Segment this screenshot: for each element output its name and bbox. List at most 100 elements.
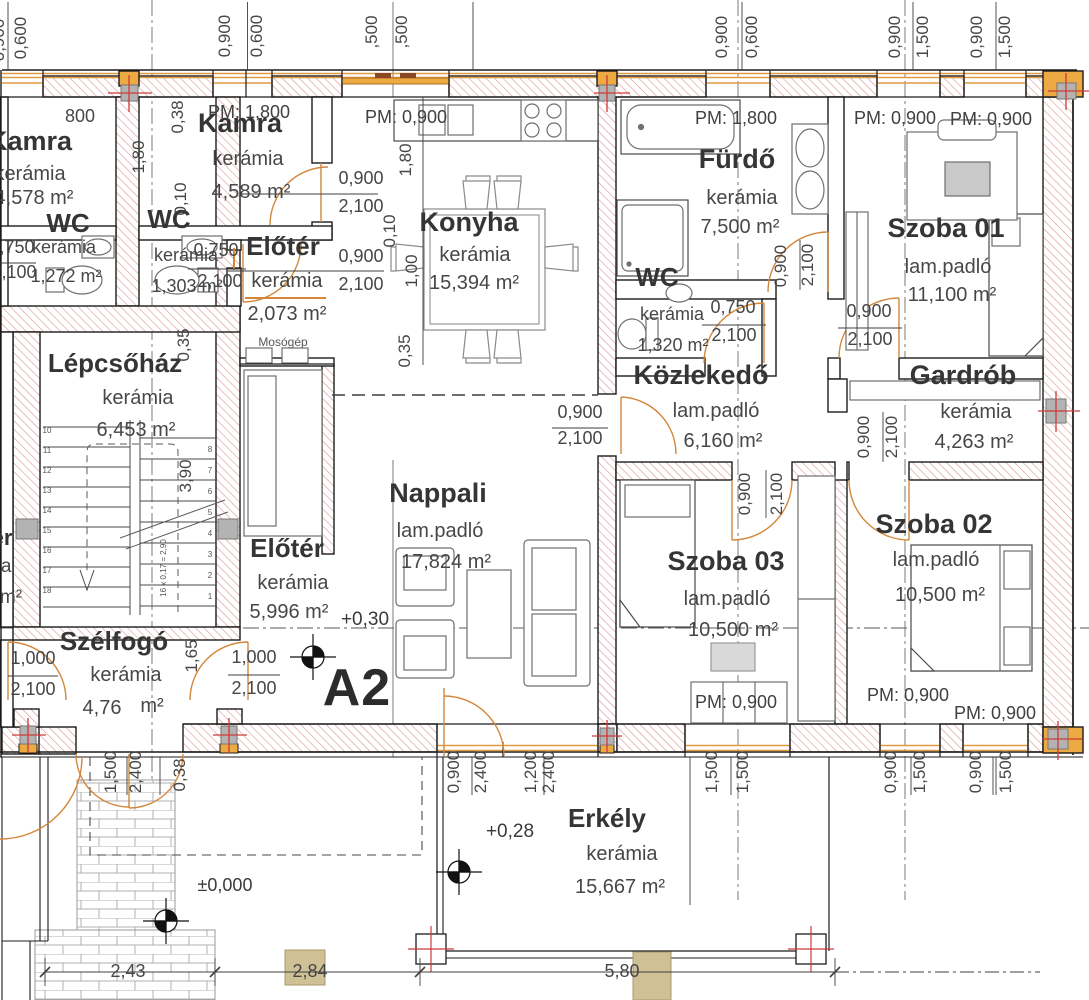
facade-lines bbox=[0, 69, 1083, 758]
stair-walk-line bbox=[86, 443, 179, 612]
dryer bbox=[281, 347, 309, 364]
annotation-label: 10 bbox=[43, 426, 52, 435]
room-name-label: ér bbox=[0, 525, 13, 550]
level-marker-cross-erkely bbox=[436, 849, 482, 895]
corridor-wardrobe-inner bbox=[247, 375, 277, 527]
room-name-label: WC bbox=[147, 204, 191, 234]
annotation-label: 14 bbox=[43, 506, 52, 515]
wall-furdo-szoba01 bbox=[827, 96, 845, 300]
red-cross-7 bbox=[592, 720, 622, 753]
door-arc-szelfogo-right bbox=[189, 641, 249, 701]
monitor-szoba01 bbox=[944, 161, 991, 197]
room-detail-label: ia bbox=[0, 556, 12, 577]
annotation-label: 11 bbox=[43, 446, 52, 455]
dimension-label: 2,100 bbox=[0, 262, 37, 282]
room-detail-label: m² bbox=[0, 587, 22, 608]
dimension-label: 1,000 bbox=[10, 648, 55, 668]
balcony-post-1-cross bbox=[408, 926, 454, 972]
dimension-label: 800 bbox=[65, 106, 95, 126]
dimension-label: 0,900 bbox=[338, 168, 383, 188]
stove-burner-4 bbox=[546, 122, 562, 138]
dimension-label: 1,200 bbox=[521, 751, 540, 794]
dimension-lines bbox=[0, 2, 1040, 986]
dimension-label: 2,100 bbox=[847, 329, 892, 349]
room-detail-label: kerámia bbox=[439, 244, 511, 266]
level-marker-terrace bbox=[143, 898, 189, 944]
tan-block-1 bbox=[284, 949, 326, 986]
room-name-label: Gardrób bbox=[910, 360, 1017, 390]
room-detail-label: lam.padló bbox=[673, 400, 760, 422]
room-name-label: Szélfogó bbox=[60, 626, 168, 656]
bathtub-drain bbox=[637, 123, 645, 131]
level-marker-cross-a2 bbox=[290, 634, 336, 680]
sofa-cushion-1 bbox=[531, 547, 577, 611]
bed-szoba02-pillow-2 bbox=[1003, 626, 1031, 666]
dimension-label: 0,900 bbox=[0, 19, 8, 62]
dimension-label: 0,600 bbox=[247, 15, 266, 58]
armchair-1-seat bbox=[403, 555, 447, 591]
wall-party-stairs bbox=[215, 96, 241, 628]
window-jamb-ticks-top bbox=[42, 70, 1027, 97]
stair-break-line bbox=[119, 499, 229, 550]
chair-szoba01 bbox=[937, 119, 997, 141]
room-detail-label: 6,160 m² bbox=[684, 430, 763, 452]
room-detail-label: kerámia bbox=[586, 843, 658, 865]
a1-wc-sink bbox=[84, 238, 112, 256]
door-arc-wc2 bbox=[703, 302, 765, 364]
annotation-label: 17 bbox=[43, 566, 52, 575]
room-name-label: WC bbox=[46, 208, 90, 238]
annotation-label: 18 bbox=[43, 586, 52, 595]
dimension-label: 0,900 bbox=[885, 16, 904, 59]
wall-stairwell-top bbox=[0, 305, 241, 333]
gardrob-shelf bbox=[849, 380, 1041, 401]
level-markers bbox=[143, 634, 482, 944]
bed-szoba01-pillow bbox=[991, 217, 1021, 247]
room-name-label: WC bbox=[635, 262, 679, 292]
bed-szoba03-fold bbox=[619, 598, 642, 628]
room-detail-label: kerámia bbox=[257, 572, 329, 594]
dimension-label: 2,100 bbox=[798, 244, 817, 287]
dimension-label: 1,65 bbox=[182, 639, 201, 672]
dimension-label: 0,900 bbox=[846, 301, 891, 321]
dimension-label: 2,100 bbox=[338, 274, 383, 294]
room-detail-label: 17,824 m² bbox=[401, 551, 491, 573]
level-marker-erkely bbox=[436, 849, 482, 895]
annotation-label: 8 bbox=[208, 445, 213, 454]
room-name-label: Szoba 01 bbox=[887, 213, 1004, 243]
parapet-label: PM: 0,900 bbox=[854, 108, 936, 128]
wall-top-pier-3 bbox=[448, 75, 707, 98]
room-detail-label: 10,500 m² bbox=[895, 584, 985, 606]
wall-top-pier-4 bbox=[769, 75, 878, 98]
room-detail-label: 7,500 m² bbox=[701, 216, 780, 238]
wall-kozlekedo-szoba03 bbox=[615, 461, 733, 481]
dimension-label: ,500 bbox=[392, 15, 411, 48]
dimension-label: 2,100 bbox=[338, 196, 383, 216]
a1-toilet-bowl bbox=[61, 265, 103, 295]
parapet-label: PM: 1,800 bbox=[208, 102, 290, 122]
dimension-label: 0,900 bbox=[444, 751, 463, 794]
red-cross-1 bbox=[108, 75, 152, 112]
room-detail-label: 10,500 m² bbox=[688, 619, 778, 641]
room-detail-label: 1,303 m² bbox=[151, 276, 222, 296]
dimension-label: 1,000 bbox=[231, 647, 276, 667]
room-detail-label: 6,453 m² bbox=[97, 419, 176, 441]
room-name-label: Szoba 02 bbox=[875, 509, 992, 539]
dimension-label: 0,750 bbox=[193, 240, 238, 260]
parapet-label: PM: 0,900 bbox=[867, 685, 949, 705]
dimension-label: 1,00 bbox=[402, 254, 421, 287]
wall-bottom-d bbox=[616, 723, 686, 753]
dimension-label: 2,400 bbox=[539, 751, 558, 794]
dimension-label: 0,38 bbox=[168, 100, 187, 133]
room-name-label: Előtér bbox=[250, 533, 324, 563]
dim-extension-bottom bbox=[689, 757, 994, 905]
room-detail-label: kerámia bbox=[640, 304, 705, 324]
level-label: +0,28 bbox=[486, 821, 534, 842]
parapet-label: PM: 0,900 bbox=[365, 107, 447, 127]
room-detail-label: kerámia bbox=[32, 237, 97, 257]
wall-szoba03-szoba02 bbox=[834, 479, 848, 725]
parapet-label: PM: 1,800 bbox=[695, 108, 777, 128]
door-arc-szelfogo-left bbox=[7, 641, 67, 701]
red-cross-2 bbox=[594, 75, 630, 112]
dimension-label: 0,900 bbox=[881, 751, 900, 794]
